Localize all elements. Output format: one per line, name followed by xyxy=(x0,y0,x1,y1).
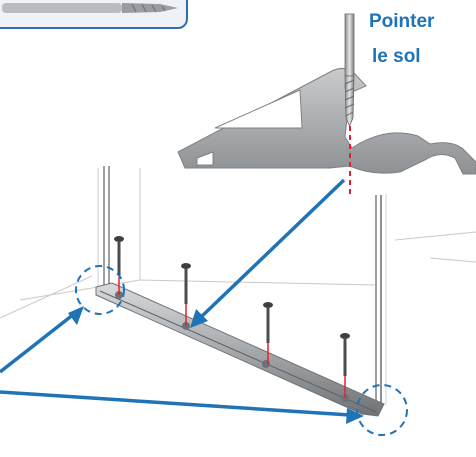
drill-bit-icon xyxy=(344,13,355,195)
screw-icon xyxy=(114,236,124,295)
screw-icon xyxy=(181,263,191,326)
detail-circle-icon xyxy=(75,265,125,315)
pointer-arrow-icon xyxy=(0,306,84,374)
screw-icon xyxy=(340,333,350,398)
instruction-label: le sol xyxy=(372,46,421,67)
pointer-arrow-icon xyxy=(0,390,364,424)
inset-thumbnail xyxy=(0,0,188,29)
rail-profile-section xyxy=(177,68,476,175)
pointer-arrow-icon xyxy=(190,178,346,328)
glass-panel-left xyxy=(97,166,110,291)
screwdriver-thumbnail xyxy=(2,3,178,13)
glass-panel-right xyxy=(375,194,387,409)
detail-circle-icon xyxy=(356,384,408,436)
room-outline xyxy=(0,168,476,319)
floor-rail xyxy=(95,282,385,417)
screw-icon xyxy=(263,302,273,364)
instruction-label: Pointer xyxy=(369,11,435,32)
